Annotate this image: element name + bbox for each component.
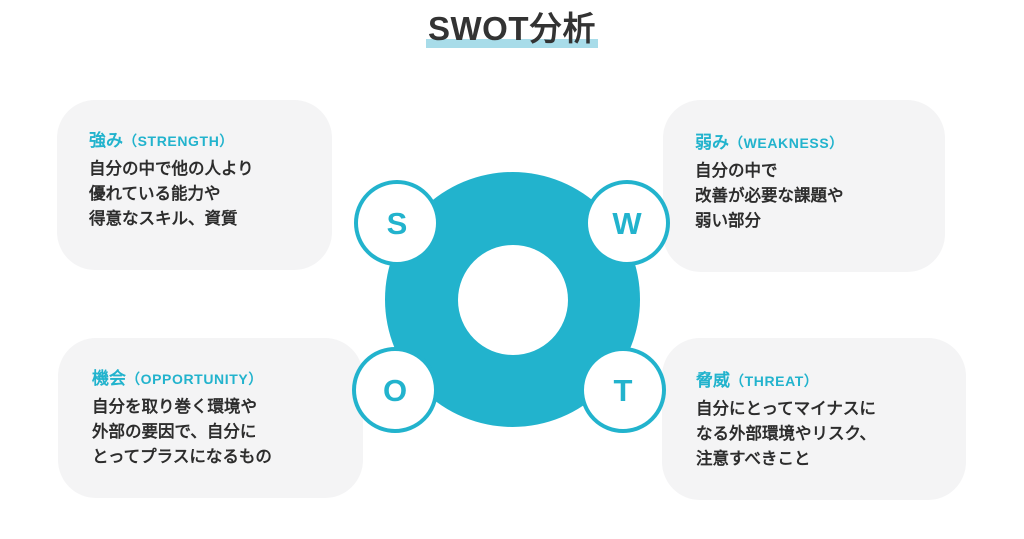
center-donut-hole — [458, 245, 568, 355]
card-opportunity-label-ja: 機会 — [92, 369, 126, 388]
card-weakness-label-ja: 弱み — [695, 133, 729, 152]
letter-circle-opportunity-text: O — [382, 372, 408, 408]
card-weakness-heading: 弱み（WEAKNESS） — [695, 132, 931, 154]
letter-circle-weakness-text: W — [612, 205, 642, 241]
title-highlight-bar — [426, 39, 598, 48]
card-threat-description: 自分にとってマイナスに なる外部環境やリスク、 注意すべきこと — [696, 400, 877, 468]
card-weakness-description: 自分の中で 改善が必要な課題や 弱い部分 — [695, 162, 844, 230]
card-opportunity-body: 機会（OPPORTUNITY） 自分を取り巻く環境や 外部の要因で、自分に とっ… — [92, 368, 349, 470]
card-weakness-body: 弱み（WEAKNESS） 自分の中で 改善が必要な課題や 弱い部分 — [695, 132, 931, 234]
page-title-text: SWOT分析 — [428, 10, 596, 47]
card-weakness-label-en: （WEAKNESS） — [729, 135, 844, 151]
card-strength-label-ja: 強み — [89, 131, 123, 150]
card-opportunity: 機会（OPPORTUNITY） 自分を取り巻く環境や 外部の要因で、自分に とっ… — [58, 338, 363, 498]
letter-circle-threat-text: T — [613, 372, 633, 408]
card-opportunity-heading: 機会（OPPORTUNITY） — [92, 368, 349, 390]
card-threat-label-en: （THREAT） — [730, 373, 819, 389]
card-opportunity-description: 自分を取り巻く環境や 外部の要因で、自分に とってプラスになるもの — [92, 398, 272, 466]
card-weakness: 弱み（WEAKNESS） 自分の中で 改善が必要な課題や 弱い部分 — [663, 100, 945, 272]
letter-circle-threat: T — [580, 347, 666, 433]
card-threat-heading: 脅威（THREAT） — [696, 370, 952, 392]
letter-circle-strength: S — [354, 180, 440, 266]
letter-circle-opportunity: O — [352, 347, 438, 433]
letter-circle-weakness: W — [584, 180, 670, 266]
letter-circle-strength-text: S — [386, 205, 408, 241]
card-threat: 脅威（THREAT） 自分にとってマイナスに なる外部環境やリスク、 注意すべき… — [662, 338, 966, 500]
card-threat-label-ja: 脅威 — [696, 371, 730, 390]
card-strength-heading: 強み（STRENGTH） — [89, 130, 318, 152]
card-threat-body: 脅威（THREAT） 自分にとってマイナスに なる外部環境やリスク、 注意すべき… — [696, 370, 952, 472]
card-strength-body: 強み（STRENGTH） 自分の中で他の人より 優れている能力や 得意なスキル、… — [89, 130, 318, 232]
page-title: SWOT分析 — [0, 8, 1024, 50]
card-strength-label-en: （STRENGTH） — [123, 133, 234, 149]
card-strength-description: 自分の中で他の人より 優れている能力や 得意なスキル、資質 — [89, 160, 254, 228]
card-opportunity-label-en: （OPPORTUNITY） — [126, 371, 263, 387]
card-strength: 強み（STRENGTH） 自分の中で他の人より 優れている能力や 得意なスキル、… — [57, 100, 332, 270]
